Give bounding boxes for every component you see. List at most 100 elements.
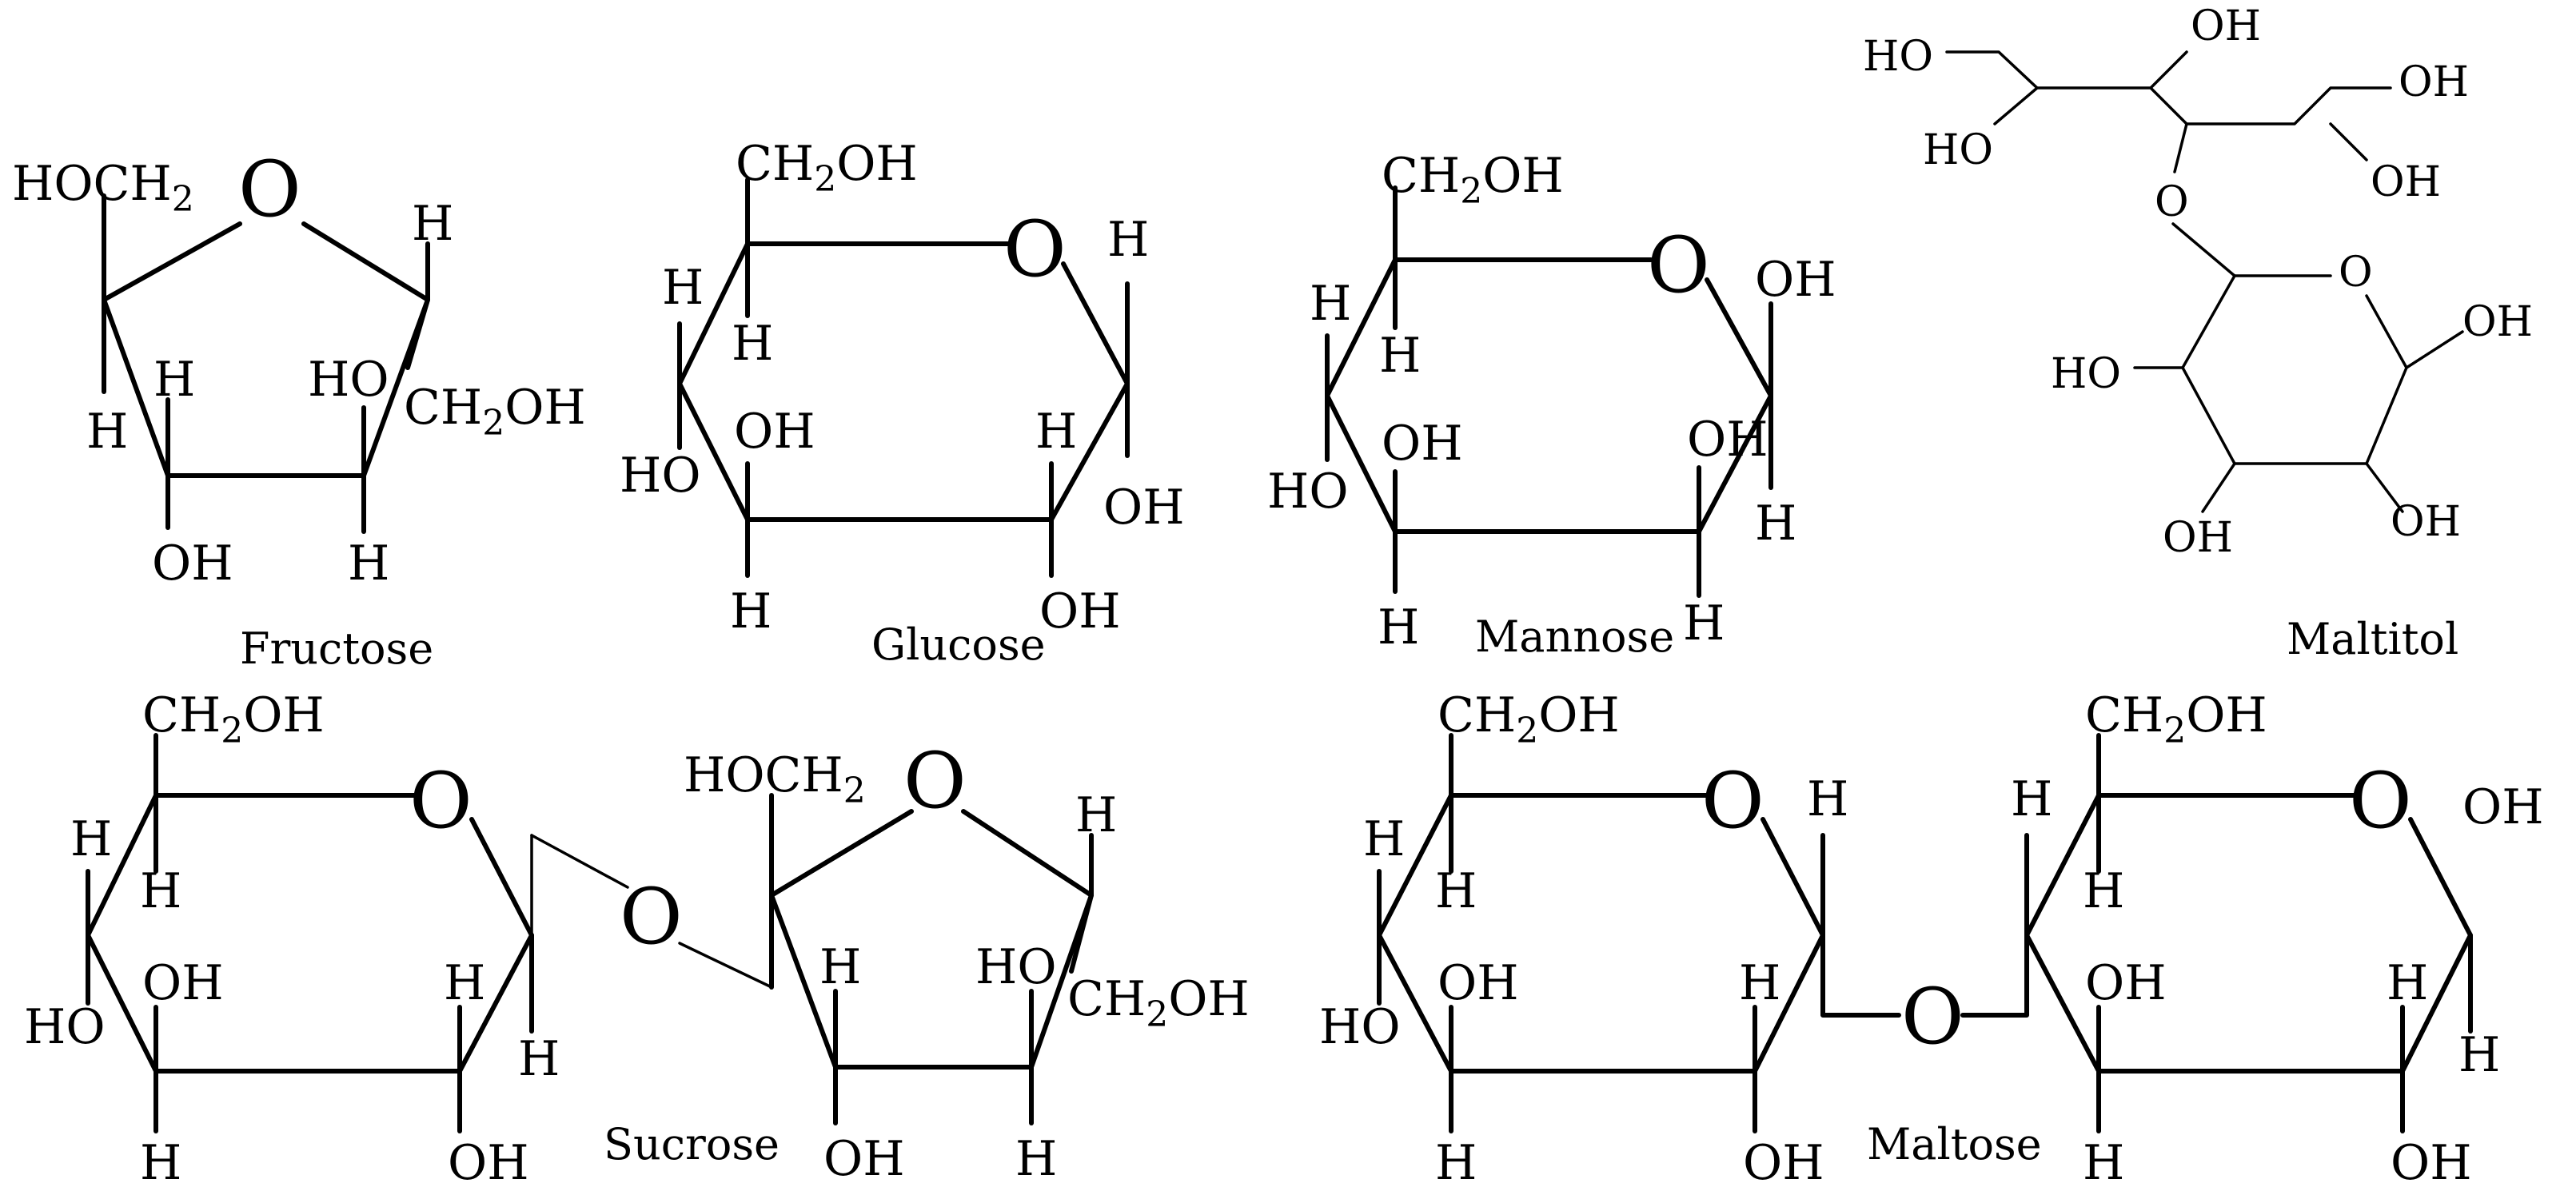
sucrose-ho-1: HO	[24, 999, 106, 1055]
mannose-ch2oh-end: OH	[1482, 148, 1564, 204]
maltose-ch2oh-left-sub: 2	[1516, 711, 1538, 751]
fructose-structure: O HOCH2 H CH2OH HO H H OH H Fructose	[12, 145, 586, 674]
maltose-oh-r2: OH	[2391, 1135, 2472, 1191]
glucose-h-c2: H	[1035, 404, 1077, 460]
fructose-h-c4: H	[154, 352, 195, 408]
maltose-oh-l1: OH	[1438, 955, 1519, 1011]
maltose-ch2oh-left-text: CH	[1438, 687, 1516, 743]
maltose-ch2oh-left-end: OH	[1538, 687, 1620, 743]
maltose-h-l1: H	[1363, 811, 1405, 867]
glucose-h-c1: H	[1107, 212, 1149, 268]
sucrose-oh-2: OH	[448, 1135, 529, 1191]
glucose-ho-c4: HO	[620, 448, 701, 504]
sucrose-ch2oh-end: OH	[243, 687, 325, 743]
glucose-h-c4: H	[662, 260, 704, 316]
maltitol-ring-oxygen: O	[2339, 249, 2373, 297]
fructose-h-c2: H	[412, 196, 453, 252]
glucose-ch2oh-end: OH	[836, 136, 918, 192]
mannose-structure: CH2OH O OH H OH H OH H H HO H Mannose	[1267, 148, 1836, 662]
mannose-h-c4: H	[1310, 276, 1351, 332]
mannose-h-c2: H	[1683, 596, 1725, 651]
maltose-structure: CH2OH CH2OH O O O H H HO OH H H OH H H H…	[1319, 687, 2544, 1191]
glucose-caption: Glucose	[871, 619, 1046, 670]
sucrose-ho-2: HO	[975, 939, 1057, 995]
maltitol-ho-1: HO	[1863, 33, 1933, 81]
maltitol-structure: HO HO OH OH OH O O OH HO OH OH Maltitol	[1863, 2, 2533, 664]
sucrose-structure: CH2OH O O O HOCH2 H H HO OH H H OH H H O…	[24, 687, 1250, 1191]
maltose-ch2oh-right-label: CH2OH	[2085, 687, 2267, 751]
fructose-hoch2-text: HOCH	[12, 156, 172, 212]
sucrose-h-1: H	[70, 811, 112, 867]
mannose-oh-c2: OH	[1687, 412, 1769, 468]
maltose-h-l3: H	[1435, 1135, 1477, 1191]
maltitol-oh-right-1: OH	[2399, 58, 2469, 106]
maltose-oh-r1: OH	[2085, 955, 2167, 1011]
maltose-h-l4: H	[1739, 955, 1780, 1011]
fructose-ring-oxygen: O	[238, 145, 301, 234]
fructose-hoch2-label: HOCH2	[12, 156, 194, 220]
fructose-caption: Fructose	[240, 623, 433, 674]
sucrose-h-3: H	[140, 1135, 181, 1191]
maltitol-oh-ring-bottom-1: OH	[2163, 514, 2233, 562]
glucose-ch2oh-sub: 2	[814, 159, 836, 200]
maltitol-oh-right-2: OH	[2371, 158, 2441, 206]
maltose-ch2oh-left-label: CH2OH	[1438, 687, 1620, 751]
maltose-caption: Maltose	[1867, 1119, 2042, 1169]
sucrose-h-4: H	[444, 955, 485, 1011]
sucrose-ch2oh-right-text: CH	[1067, 971, 1146, 1027]
maltose-ch2oh-right-text: CH	[2085, 687, 2163, 743]
fructose-h-c3: H	[348, 536, 389, 592]
fructose-h-c5: H	[86, 404, 128, 460]
glucose-h-c5: H	[732, 316, 773, 372]
glucose-structure: CH2OH O H OH H OH OH H H HO H Glucose	[620, 136, 1185, 670]
glucose-h-c3: H	[730, 584, 772, 639]
mannose-oh-c1: OH	[1755, 252, 1836, 308]
glucose-ring-oxygen: O	[1003, 205, 1067, 294]
fructose-oh-c4: OH	[152, 536, 233, 592]
sucrose-ch2oh-right-end: OH	[1168, 971, 1250, 1027]
sucrose-h-8: H	[1075, 787, 1117, 843]
fructose-hoch2-sub: 2	[172, 179, 194, 220]
maltose-ch2oh-right-end: OH	[2186, 687, 2267, 743]
sucrose-ch2oh-sub: 2	[221, 711, 243, 751]
maltose-oh-l2: OH	[1743, 1135, 1824, 1191]
fructose-ch2oh-text: CH	[404, 380, 482, 436]
maltose-link-oxygen: O	[1901, 972, 1964, 1062]
sucrose-h-2: H	[140, 863, 181, 919]
fructose-ch2oh-end: OH	[504, 380, 586, 436]
glucose-ch2oh-label: CH2OH	[736, 136, 918, 200]
mannose-ch2oh-sub: 2	[1460, 171, 1482, 212]
sucrose-ch2oh-right-label: CH2OH	[1067, 971, 1250, 1035]
maltose-h-l2: H	[1435, 863, 1477, 919]
mannose-h-c5: H	[1379, 328, 1421, 384]
sucrose-ch2oh-label: CH2OH	[142, 687, 325, 751]
mannose-oh-c3: OH	[1382, 416, 1463, 472]
maltose-h-r3: H	[2083, 1135, 2124, 1191]
maltitol-oh-top: OH	[2191, 2, 2261, 50]
fructose-ch2oh-sub: 2	[482, 403, 504, 444]
mannose-ch2oh-label: CH2OH	[1382, 148, 1564, 212]
sucrose-oh-1: OH	[142, 955, 224, 1011]
sucrose-hoch2-label: HOCH2	[684, 747, 866, 811]
mannose-caption: Mannose	[1475, 611, 1674, 662]
glucose-oh-c3: OH	[734, 404, 815, 460]
fructose-ho-c3: HO	[308, 352, 389, 408]
maltose-h-l5: H	[1807, 771, 1848, 827]
glucose-oh-c2: OH	[1039, 584, 1121, 639]
maltose-ring-oxygen-right: O	[2349, 756, 2412, 846]
maltose-h-r5: H	[2458, 1027, 2500, 1083]
fructose-ch2oh-label: CH2OH	[404, 380, 586, 444]
sucrose-hoch2-sub: 2	[843, 771, 866, 811]
sucrose-ch2oh-text: CH	[142, 687, 221, 743]
maltose-h-r4: H	[2387, 955, 2428, 1011]
maltitol-link-oxygen: O	[2155, 178, 2189, 226]
maltose-ho-l: HO	[1319, 999, 1401, 1055]
sucrose-h-7: H	[1015, 1131, 1057, 1187]
maltitol-ho-2: HO	[1923, 126, 1993, 174]
glucose-oh-c1: OH	[1103, 480, 1185, 536]
maltose-oh-r3: OH	[2462, 779, 2544, 835]
maltose-ring-oxygen-left: O	[1701, 756, 1765, 846]
maltose-h-r2: H	[2083, 863, 2124, 919]
